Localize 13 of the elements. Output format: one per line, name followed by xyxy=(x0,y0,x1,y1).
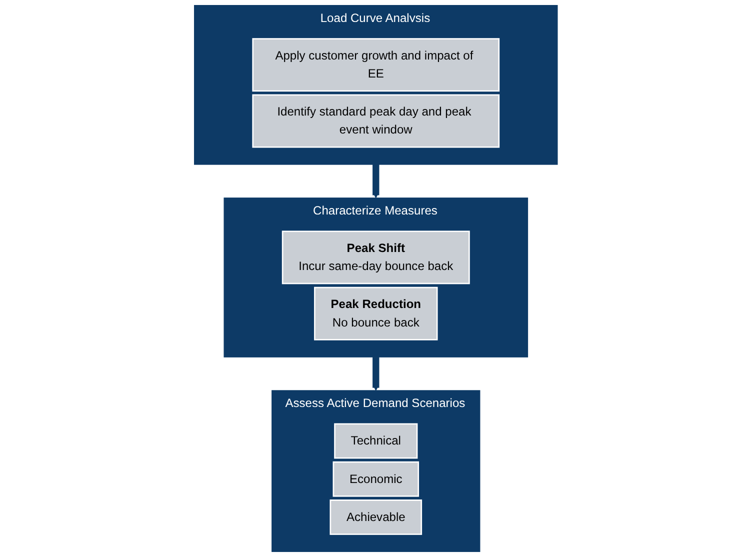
node-box xyxy=(329,499,422,535)
cluster xyxy=(194,5,558,165)
arrow xyxy=(372,356,379,391)
node-box xyxy=(252,38,500,92)
node-box xyxy=(282,230,470,284)
node-box xyxy=(334,423,418,459)
node-box xyxy=(314,286,438,340)
cluster xyxy=(223,198,528,358)
flowchart-diagram: Load Curve Analysis Apply customer growth and impact of EE Identify standard peak day and peak event window Characterize Measures Peak Shift Incur same-day bounce back Peak Reduction No bounce back Assess Active Demand Scenarios Technical Economic Achievable xyxy=(188,0,562,557)
node-box xyxy=(252,94,500,148)
cluster xyxy=(271,390,480,552)
arrow xyxy=(372,164,379,198)
node-box xyxy=(332,461,419,497)
